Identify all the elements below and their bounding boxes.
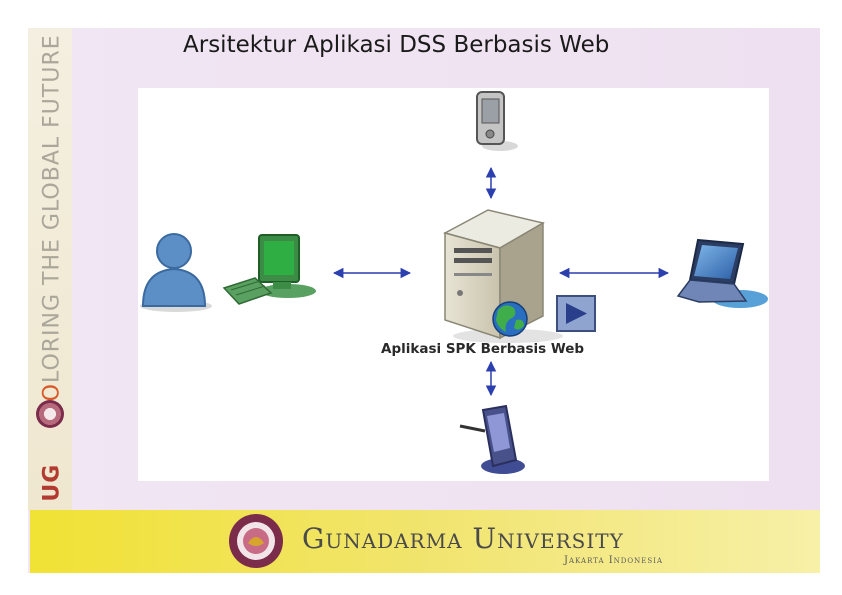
university-name: Gunadarma University bbox=[302, 522, 624, 555]
play-icon bbox=[556, 295, 596, 332]
laptop-icon bbox=[676, 238, 768, 308]
slogan-ug: UG bbox=[39, 463, 65, 502]
footer-band bbox=[30, 510, 820, 573]
left-branding-strip: UG COLORING THE GLOBAL FUTURE bbox=[28, 28, 72, 510]
vertical-slogan: UG COLORING THE GLOBAL FUTURE bbox=[40, 34, 65, 501]
slogan-rest: LORING THE GLOBAL FUTURE bbox=[39, 34, 65, 384]
server-label: Aplikasi SPK Berbasis Web bbox=[381, 341, 585, 357]
globe-icon bbox=[492, 301, 528, 337]
university-location: Jakarta Indonesia bbox=[564, 555, 664, 566]
desktop-computer-icon bbox=[222, 234, 316, 305]
slide-title: Arsitektur Aplikasi DSS Berbasis Web bbox=[183, 32, 610, 58]
pda-top-icon bbox=[476, 91, 518, 151]
pocket-pc-icon bbox=[459, 404, 525, 474]
user-icon bbox=[140, 233, 212, 312]
university-logo-icon bbox=[229, 514, 283, 568]
architecture-diagram: Aplikasi SPK Berbasis Web bbox=[138, 88, 769, 481]
strip-logo-icon bbox=[36, 400, 64, 428]
